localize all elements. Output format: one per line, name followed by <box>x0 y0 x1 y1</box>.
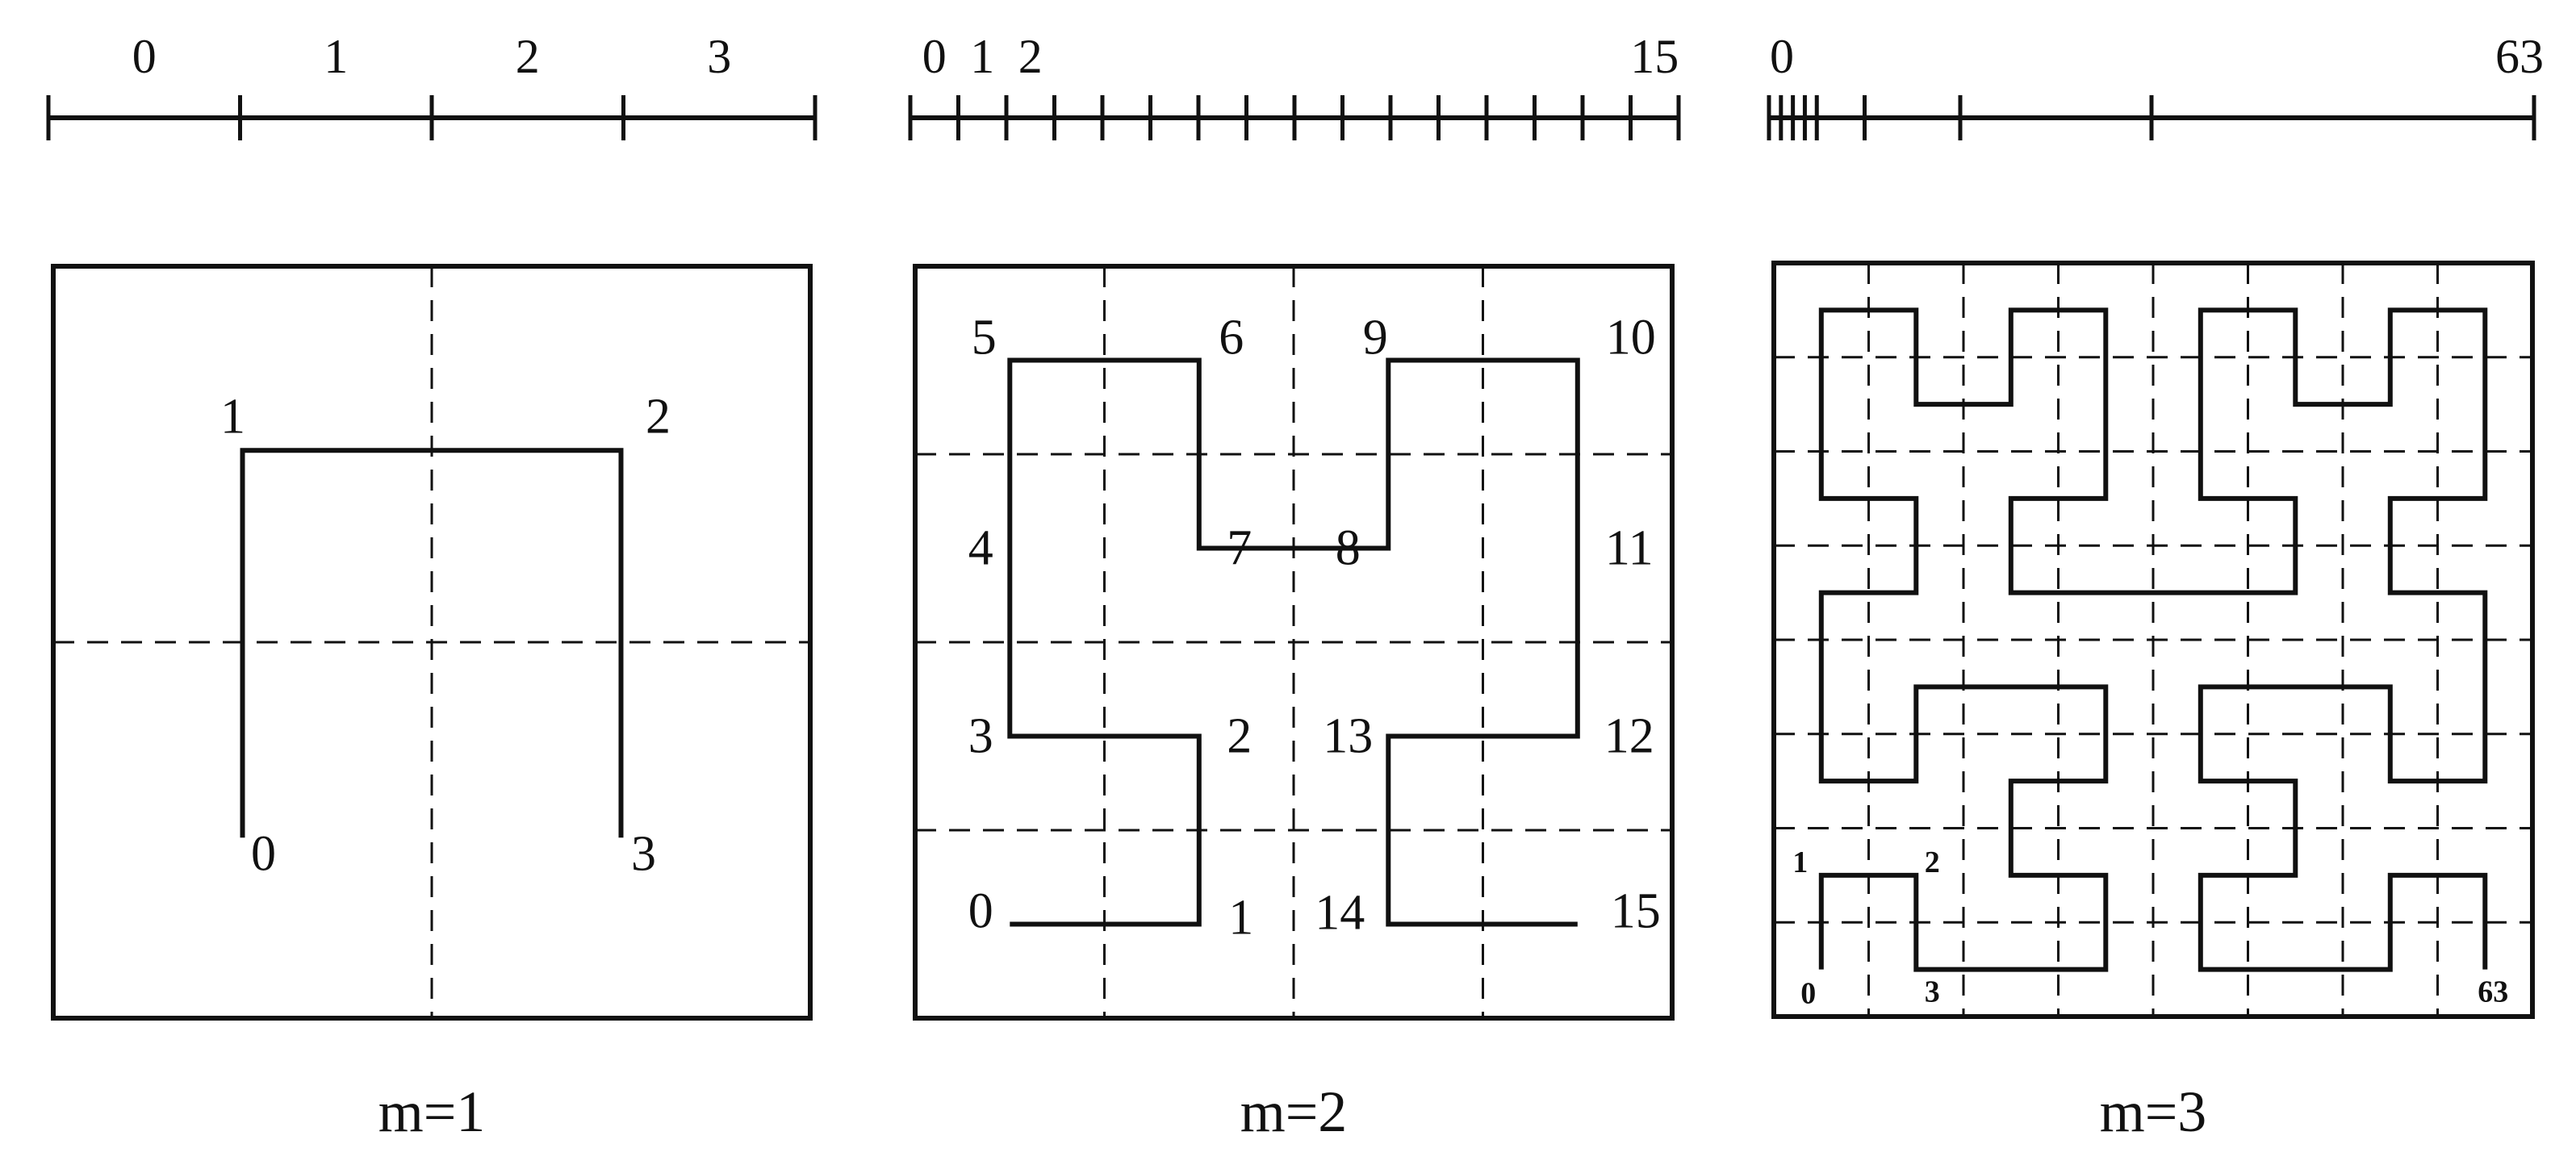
point-label: 2 <box>1925 846 1940 879</box>
point-label: 1 <box>220 389 245 444</box>
ruler-label: 1 <box>970 30 994 83</box>
point-label: 12 <box>1604 709 1654 764</box>
ruler-label: 0 <box>132 30 157 83</box>
panel-order-1: 0 1 2 3 0 1 2 3 m=1 <box>46 30 818 1144</box>
grid-lines <box>53 266 810 1018</box>
ruler-label: 15 <box>1630 30 1679 83</box>
point-label: 1 <box>1228 891 1253 946</box>
grid-lines <box>1774 263 2532 1017</box>
point-label: 0 <box>968 884 993 939</box>
hilbert-curve-path <box>1007 357 1580 927</box>
hilbert-curve-path <box>240 448 624 838</box>
point-label: 6 <box>1219 311 1244 365</box>
point-label: 5 <box>972 311 997 365</box>
panel-caption: m=2 <box>1240 1079 1348 1144</box>
ruler-label: 0 <box>1770 30 1794 83</box>
point-label: 2 <box>1227 709 1252 764</box>
grid-lines <box>915 266 1672 1018</box>
point-label: 13 <box>1323 709 1373 764</box>
index-ruler: 0 63 <box>1767 30 2544 140</box>
point-label: 63 <box>2478 975 2508 1009</box>
curve-point-labels: 0 1 2 3 <box>220 389 671 881</box>
point-label: 3 <box>1925 975 1940 1009</box>
point-label: 11 <box>1605 521 1654 576</box>
panel-caption: m=3 <box>2100 1079 2207 1144</box>
point-label: 0 <box>251 826 276 881</box>
point-label: 2 <box>646 389 671 444</box>
point-label: 15 <box>1611 884 1661 939</box>
point-label: 3 <box>968 709 993 764</box>
point-label: 7 <box>1227 521 1252 576</box>
ruler-label: 0 <box>922 30 947 83</box>
ruler-label: 2 <box>1018 30 1043 83</box>
point-label: 14 <box>1315 886 1365 941</box>
point-label: 8 <box>1336 521 1361 576</box>
hilbert-curve-path <box>1818 307 2488 972</box>
panel-caption: m=1 <box>378 1079 486 1144</box>
point-label: 9 <box>1363 311 1388 365</box>
point-label: 3 <box>631 826 656 881</box>
point-label: 1 <box>1792 846 1808 879</box>
ruler-label: 63 <box>2495 30 2544 83</box>
panel-order-3: 0 63 0 1 2 3 63 m=3 <box>1767 30 2544 1144</box>
point-label: 4 <box>968 521 993 576</box>
point-label: 10 <box>1606 311 1656 365</box>
index-ruler: 0 1 2 3 <box>46 30 818 140</box>
ruler-label: 3 <box>707 30 731 83</box>
curve-point-labels: 0 1 2 3 63 <box>1792 846 2508 1011</box>
ruler-label: 1 <box>324 30 348 83</box>
ruler-label: 2 <box>516 30 540 83</box>
point-label: 0 <box>1800 977 1816 1011</box>
